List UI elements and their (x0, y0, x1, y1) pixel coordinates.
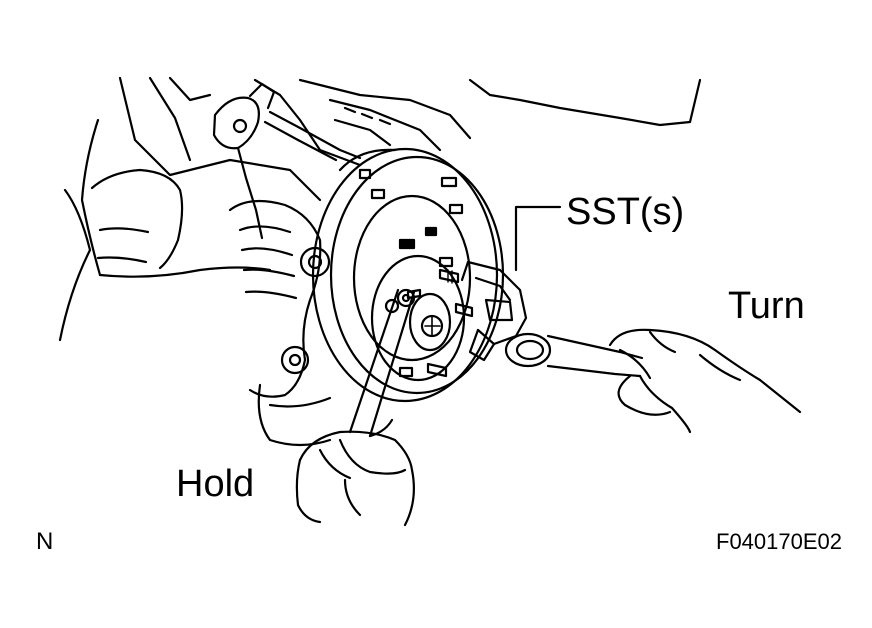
axle-hub (370, 254, 474, 382)
left-hand (295, 418, 415, 527)
turn-label: Turn (728, 285, 805, 327)
special-service-tool (460, 260, 552, 368)
holding-bar (348, 288, 416, 438)
right-hand (608, 328, 802, 434)
vehicle-body-background (58, 76, 702, 342)
leader-lines (514, 205, 562, 272)
steering-knuckle (228, 199, 332, 447)
corner-letter: N (36, 528, 54, 555)
hold-label: Hold (176, 463, 255, 505)
figure-code: F040170E02 (716, 529, 842, 554)
stabilizer-link (212, 82, 362, 240)
background-hand (90, 168, 184, 270)
sst-label: SST(s) (566, 191, 685, 233)
brake-disc (311, 147, 505, 403)
turning-wrench (546, 334, 644, 378)
